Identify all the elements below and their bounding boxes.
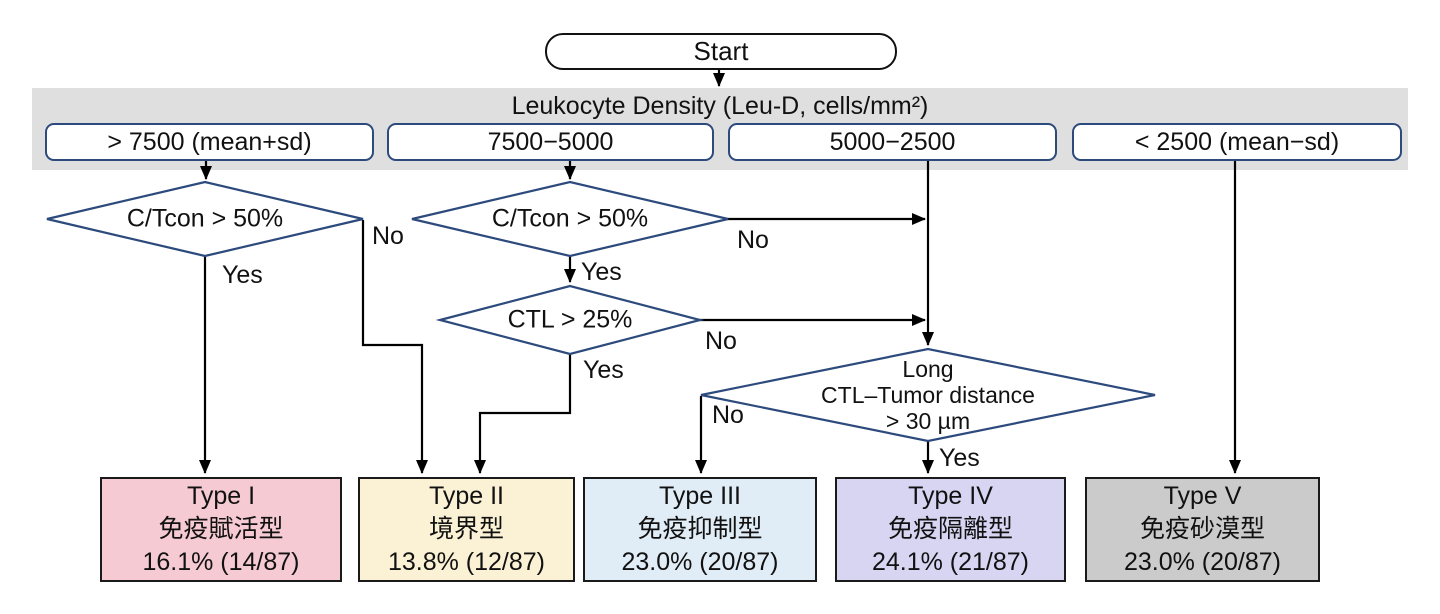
branch-label-d4-no: No <box>712 401 744 429</box>
branch-label-d3-yes: Yes <box>583 356 624 384</box>
outcome-type: Type I <box>186 482 256 510</box>
branch-label-d4-yes: Yes <box>939 444 980 472</box>
outcome-name-ja: 免疫賦活型 <box>158 515 284 543</box>
range-box-5000-2500: 5000−2500 <box>728 123 1057 161</box>
outcome-name-ja: 免疫抑制型 <box>637 515 763 543</box>
diamond-ctl-tumor-distance <box>700 347 1156 443</box>
outcome-box-type1: Type I 免疫賦活型 16.1% (14/87) <box>100 477 342 582</box>
outcome-box-type4: Type IV 免疫隔離型 24.1% (21/87) <box>835 477 1066 582</box>
outcome-name-ja: 境界型 <box>428 515 504 543</box>
branch-label-d3-no: No <box>705 327 737 355</box>
range-box-lt2500: < 2500 (mean−sd) <box>1072 123 1402 161</box>
outcome-name-ja: 免疫隔離型 <box>887 515 1013 543</box>
range-box-gt7500: > 7500 (mean+sd) <box>45 123 374 161</box>
density-header: Leukocyte Density (Leu-D, cells/mm²) <box>511 92 929 120</box>
outcome-stat: 23.0% (20/87) <box>621 548 779 576</box>
decision-label-ctcon1: C/Tcon > 50% <box>126 204 284 233</box>
branch-label-d1-yes: Yes <box>222 261 263 289</box>
decision-label-ctl-tumor-distance: Long CTL–Tumor distance > 30 µm <box>821 356 1035 434</box>
outcome-type: Type III <box>659 482 741 510</box>
outcome-stat: 23.0% (20/87) <box>1123 548 1282 576</box>
branch-label-d2-yes: Yes <box>581 258 622 286</box>
range-box-7500-5000: 7500−5000 <box>387 123 714 161</box>
branch-label-d1-no: No <box>372 222 404 250</box>
arrow-d1-no-to-type2 <box>361 220 428 474</box>
outcome-type: Type IV <box>908 482 993 510</box>
outcome-box-type2: Type II 境界型 13.8% (12/87) <box>358 477 575 582</box>
arrow-d3-yes-to-type2 <box>474 354 572 474</box>
outcome-stat: 24.1% (21/87) <box>871 548 1030 576</box>
outcome-name-ja: 免疫砂漠型 <box>1139 515 1265 543</box>
diamond-ctcon1 <box>46 180 364 258</box>
outcome-stat: 16.1% (14/87) <box>142 548 300 576</box>
outcome-box-type3: Type III 免疫抑制型 23.0% (20/87) <box>583 477 817 582</box>
decision-diamonds <box>46 180 1156 443</box>
start-node: Start <box>545 33 897 70</box>
outcome-stat: 13.8% (12/87) <box>387 548 546 576</box>
diamond-ctcon2 <box>411 180 729 258</box>
start-label: Start <box>693 36 749 66</box>
decision-label-ctl25: CTL > 25% <box>507 305 633 334</box>
branch-label-d2-no: No <box>737 226 769 254</box>
outcome-type: Type II <box>428 482 505 510</box>
connector-lines <box>199 66 1241 474</box>
outcome-type: Type V <box>1163 482 1242 510</box>
diamond-ctl25 <box>435 284 705 356</box>
decision-label-ctcon2: C/Tcon > 50% <box>491 204 649 233</box>
outcome-box-type5: Type V 免疫砂漠型 23.0% (20/87) <box>1085 477 1320 582</box>
